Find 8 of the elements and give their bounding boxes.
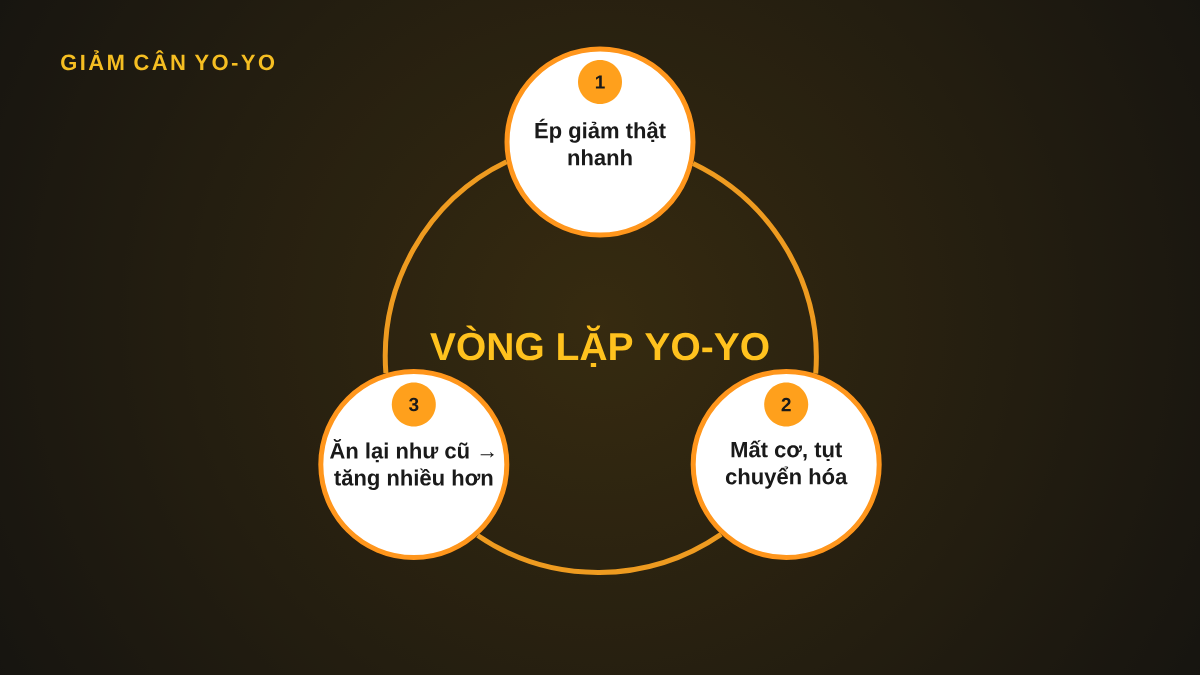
- ring-arc: [691, 161, 819, 374]
- title: GIẢM CÂN YO-YO: [61, 50, 275, 71]
- center-title: VÒNG LẶP YO-YO: [430, 325, 769, 367]
- number-badge: 2: [764, 382, 809, 427]
- number-badge: 1: [578, 60, 622, 104]
- ring-arc: [476, 532, 723, 575]
- number-badge: 3: [391, 382, 436, 427]
- ring-arc: [382, 159, 508, 374]
